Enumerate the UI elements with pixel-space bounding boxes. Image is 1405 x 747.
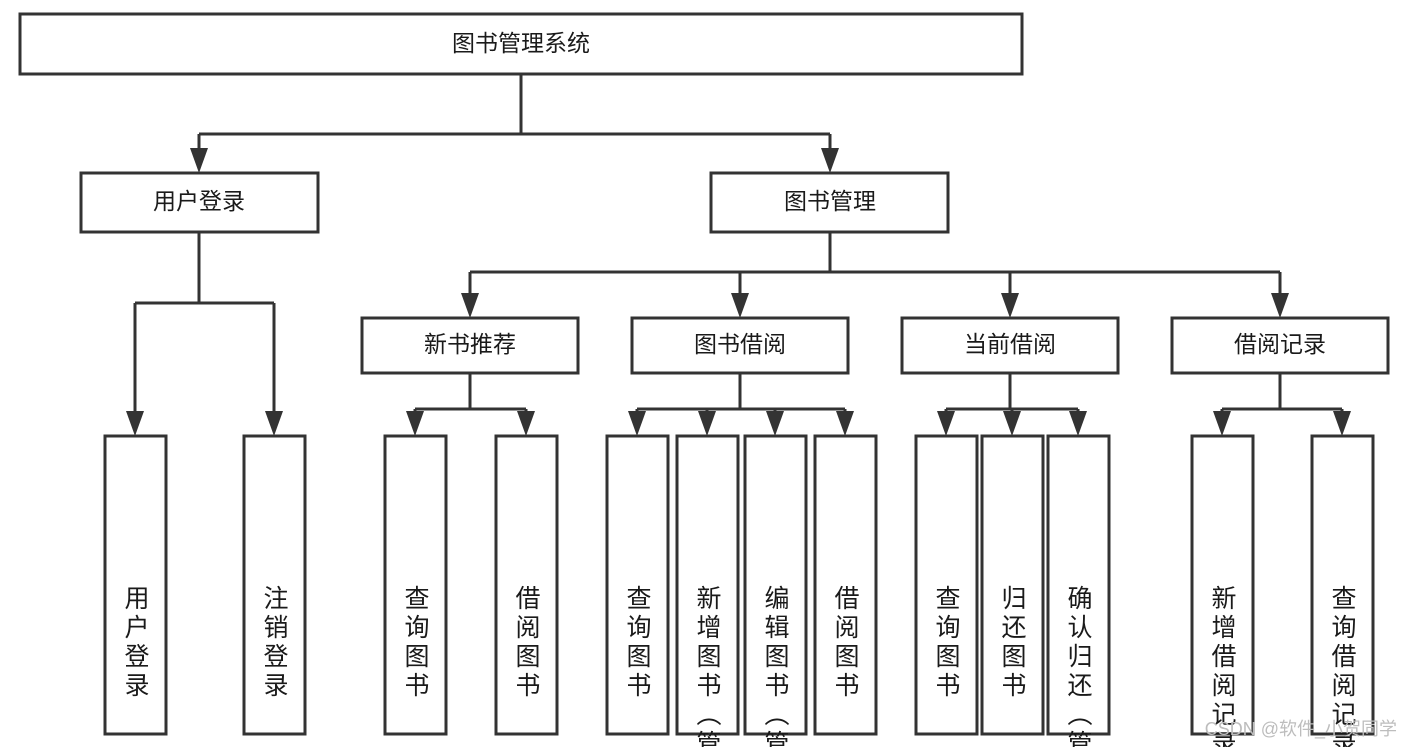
node-leaf-user-logout[interactable]: 注销登录	[242, 434, 307, 736]
node-leaf-add-record-box[interactable]	[1190, 434, 1255, 736]
edges-root-to-level2	[190, 74, 839, 173]
arrowhead-leaf-edit-book	[766, 411, 784, 436]
node-leaf-user-login-box[interactable]	[103, 434, 168, 736]
node-leaf-borrow-book-2[interactable]: 借阅图书	[813, 434, 878, 736]
edges-book-borrow-to-leaves	[628, 373, 854, 436]
node-leaf-user-login[interactable]: 用户登录	[103, 434, 168, 736]
arrowhead-leaf-query-book-2	[628, 411, 646, 436]
node-borrow-record[interactable]: 借阅记录	[1170, 316, 1390, 375]
arrowhead-leaf-user-login	[126, 411, 144, 436]
node-new-book-recommend-label: 新书推荐	[424, 331, 516, 357]
node-leaf-user-logout-box[interactable]	[242, 434, 307, 736]
node-leaf-user-logout-label: 注销登录	[260, 585, 289, 701]
node-book-borrow-label: 图书借阅	[694, 331, 786, 357]
node-leaf-query-record-box[interactable]	[1310, 434, 1375, 736]
edges-new-book-recommend-to-leaves	[406, 373, 535, 436]
node-root-label: 图书管理系统	[452, 30, 590, 56]
node-user-login[interactable]: 用户登录	[79, 171, 320, 234]
node-leaf-query-book-3[interactable]: 查询图书	[914, 434, 979, 736]
node-leaf-query-book-3-box[interactable]	[914, 434, 979, 736]
node-leaf-query-book-1-label: 查询图书	[401, 585, 430, 701]
node-leaf-add-book-box[interactable]	[675, 434, 740, 736]
node-leaf-return-book-box[interactable]	[980, 434, 1045, 736]
node-root[interactable]: 图书管理系统	[18, 12, 1024, 76]
node-current-borrow-label: 当前借阅	[964, 331, 1056, 357]
arrowhead-book-borrow	[731, 293, 749, 318]
node-book-manage-label: 图书管理	[784, 188, 876, 214]
node-borrow-record-label: 借阅记录	[1234, 331, 1326, 357]
node-leaf-add-record[interactable]: 新增借阅记录	[1190, 434, 1255, 747]
node-leaf-query-book-1-box[interactable]	[383, 434, 448, 736]
arrowhead-leaf-query-record	[1333, 411, 1351, 436]
arrowhead-book-manage	[821, 148, 839, 173]
node-borrow-record-box[interactable]	[1170, 316, 1390, 375]
arrowhead-current-borrow	[1001, 293, 1019, 318]
node-leaf-return-book[interactable]: 归还图书	[980, 434, 1045, 736]
arrowhead-leaf-add-record	[1213, 411, 1231, 436]
edges-borrow-record-to-leaves	[1213, 373, 1351, 436]
arrowhead-leaf-query-book-1	[406, 411, 424, 436]
node-leaf-confirm-return-box[interactable]	[1046, 434, 1111, 736]
node-new-book-recommend-box[interactable]	[360, 316, 580, 375]
arrowhead-leaf-confirm-return	[1069, 411, 1087, 436]
node-leaf-borrow-book-2-box[interactable]	[813, 434, 878, 736]
arrowhead-borrow-record	[1271, 293, 1289, 318]
node-leaf-borrow-book-2-label: 借阅图书	[831, 585, 860, 701]
arrowhead-leaf-user-logout	[265, 411, 283, 436]
node-leaf-add-record-label: 新增借阅记录	[1208, 585, 1237, 747]
arrowhead-leaf-return-book	[1003, 411, 1021, 436]
node-leaf-query-book-2-label: 查询图书	[623, 585, 652, 701]
node-leaf-query-record[interactable]: 查询借阅记录	[1310, 434, 1375, 747]
node-leaf-query-record-label: 查询借阅记录	[1328, 585, 1357, 747]
node-root-box[interactable]	[18, 12, 1024, 76]
node-book-borrow-box[interactable]	[630, 316, 850, 375]
node-leaf-borrow-book-1[interactable]: 借阅图书	[494, 434, 559, 736]
node-leaf-add-book-label: 新增图书（管理员）	[693, 585, 722, 747]
node-leaf-confirm-return[interactable]: 确认归还（管理员）	[1046, 434, 1111, 747]
node-current-borrow-box[interactable]	[900, 316, 1120, 375]
edges-book-manage-to-level3	[461, 232, 1289, 318]
edges-current-borrow-to-leaves	[937, 373, 1087, 436]
node-leaf-query-book-3-label: 查询图书	[932, 585, 961, 701]
node-new-book-recommend[interactable]: 新书推荐	[360, 316, 580, 375]
node-book-borrow[interactable]: 图书借阅	[630, 316, 850, 375]
arrowhead-leaf-borrow-book-2	[836, 411, 854, 436]
node-leaf-confirm-return-label: 确认归还（管理员）	[1064, 585, 1093, 747]
arrowhead-new-book-recommend	[461, 293, 479, 318]
node-book-manage[interactable]: 图书管理	[709, 171, 950, 234]
node-user-login-label: 用户登录	[153, 188, 245, 214]
node-user-login-box[interactable]	[79, 171, 320, 234]
node-leaf-edit-book-label: 编辑图书（管理员）	[761, 585, 790, 747]
node-leaf-add-book[interactable]: 新增图书（管理员）	[675, 434, 740, 747]
node-leaf-query-book-1[interactable]: 查询图书	[383, 434, 448, 736]
node-current-borrow[interactable]: 当前借阅	[900, 316, 1120, 375]
node-leaf-borrow-book-1-label: 借阅图书	[512, 585, 541, 701]
arrowhead-leaf-borrow-book-1	[517, 411, 535, 436]
node-leaf-query-book-2[interactable]: 查询图书	[605, 434, 670, 736]
node-leaf-edit-book-box[interactable]	[743, 434, 808, 736]
arrowhead-leaf-query-book-3	[937, 411, 955, 436]
arrowhead-leaf-add-book	[698, 411, 716, 436]
node-leaf-return-book-label: 归还图书	[998, 585, 1027, 701]
node-book-manage-box[interactable]	[709, 171, 950, 234]
node-leaf-query-book-2-box[interactable]	[605, 434, 670, 736]
node-leaf-edit-book[interactable]: 编辑图书（管理员）	[743, 434, 808, 747]
node-leaf-borrow-book-1-box[interactable]	[494, 434, 559, 736]
node-leaf-user-login-label: 用户登录	[121, 585, 150, 701]
arrowhead-user-login	[190, 148, 208, 173]
edges-user-login-to-leaves	[126, 232, 283, 436]
